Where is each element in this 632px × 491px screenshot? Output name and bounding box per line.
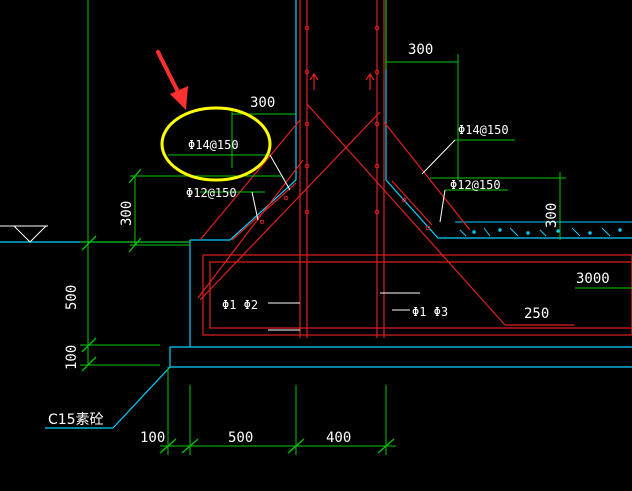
rebar-label-p1p3: Φ1 Φ3 (412, 305, 448, 319)
dim-100-vertical: 100 (64, 345, 80, 370)
dim-3000: 3000 (576, 271, 610, 287)
highlight-ellipse (160, 106, 272, 182)
wall-left-outline (190, 0, 297, 241)
haunch-bar-left (199, 119, 301, 241)
cushion-leader (112, 366, 171, 429)
pointer-arrow-icon (156, 50, 188, 110)
slope-bar-right (391, 180, 433, 226)
dimension-lines (80, 0, 632, 455)
material-label-c15: C15素砼 (48, 412, 104, 428)
hook-left (309, 72, 319, 90)
rebar-label-p1p2: Φ1 Φ2 (222, 298, 258, 312)
leader-lines (251, 139, 456, 331)
footing-bar-inner (209, 261, 632, 329)
rebar-dots (259, 25, 431, 231)
cross-bar-2 (306, 103, 506, 326)
rebar-label-right-12: Φ12@150 (450, 178, 501, 192)
dim-400-bottom: 400 (326, 430, 351, 446)
dim-300-right-vertical: 300 (544, 203, 560, 228)
dim-300-left-vertical: 300 (119, 201, 135, 226)
footing-bar-outer (202, 254, 632, 336)
dim-100-bottom: 100 (140, 430, 165, 446)
rebar-label-right-14: Φ14@150 (458, 123, 509, 137)
slope-bar-left (231, 182, 297, 241)
rebar-label-left-14: Φ14@150 (188, 138, 239, 152)
dim-500-vertical: 500 (64, 285, 80, 310)
rebar-label-left-12: Φ12@150 (186, 186, 237, 200)
concrete-outline (0, 0, 632, 429)
cross-bar-3 (199, 111, 381, 301)
dim-300-top-right: 300 (408, 42, 433, 58)
wall-right-outline (385, 0, 632, 239)
cushion-outline (169, 346, 632, 368)
ground-level-marker (0, 225, 48, 243)
hook-right (365, 72, 375, 90)
rebar-lines (197, 0, 632, 338)
dim-250: 250 (524, 306, 549, 322)
soil-hatch (455, 221, 632, 237)
dim-500-bottom: 500 (228, 430, 253, 446)
dim-300-top-left: 300 (250, 95, 275, 111)
haunch-bar-right (383, 121, 471, 231)
